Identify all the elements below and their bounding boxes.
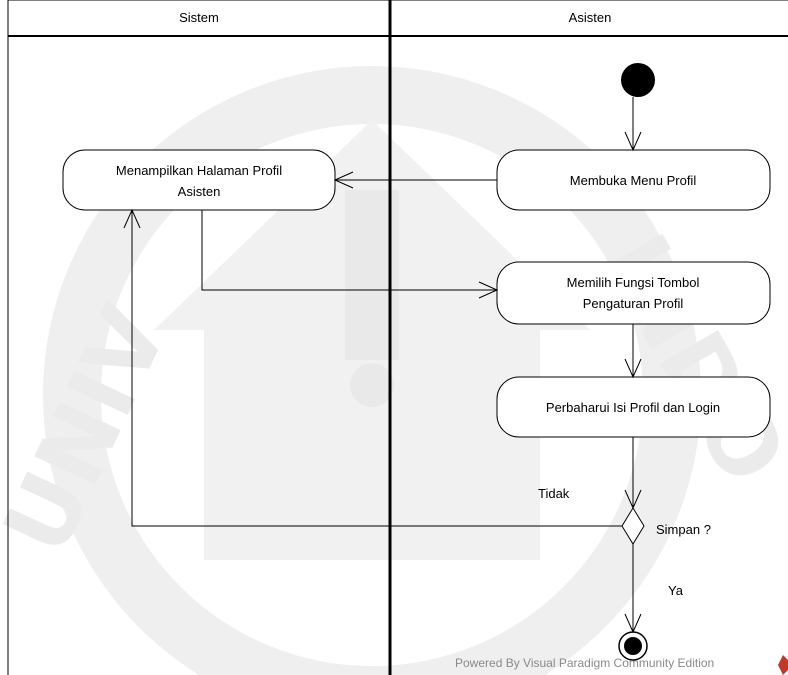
powered-by-footer: Powered By Visual Paradigm Community Edi… <box>455 656 714 670</box>
flow-show-profile-to-choose-settings <box>201 210 497 290</box>
activity-show-profile <box>62 149 336 211</box>
svg-text:UNIV: UNIV <box>0 291 189 569</box>
final-node <box>618 631 648 661</box>
visual-paradigm-logo-icon <box>778 655 788 675</box>
decision-label: Simpan ? <box>656 522 711 537</box>
activity-show-profile-label-line2: Asisten <box>178 184 221 199</box>
activity-choose-settings-label-line1: Memilih Fungsi Tombol <box>567 275 700 290</box>
activity-choose-settings <box>496 261 771 325</box>
swimlane-header-sistem: Sistem <box>179 10 219 25</box>
activity-show-profile-label-line1: Menampilkan Halaman Profil <box>116 163 282 178</box>
initial-node <box>621 63 655 97</box>
guard-ya: Ya <box>668 583 684 598</box>
swimlane-header-asisten: Asisten <box>569 10 612 25</box>
activity-choose-settings-label-line2: Pengaturan Profil <box>583 296 684 311</box>
activity-update-profile-label: Perbaharui Isi Profil dan Login <box>546 400 720 415</box>
guard-tidak: Tidak <box>538 486 570 501</box>
control-flows <box>132 97 633 632</box>
flow-decision-tidak-to-show-profile <box>132 210 622 527</box>
activity-open-menu-label: Membuka Menu Profil <box>570 173 697 188</box>
swimlane-frame <box>7 0 788 675</box>
